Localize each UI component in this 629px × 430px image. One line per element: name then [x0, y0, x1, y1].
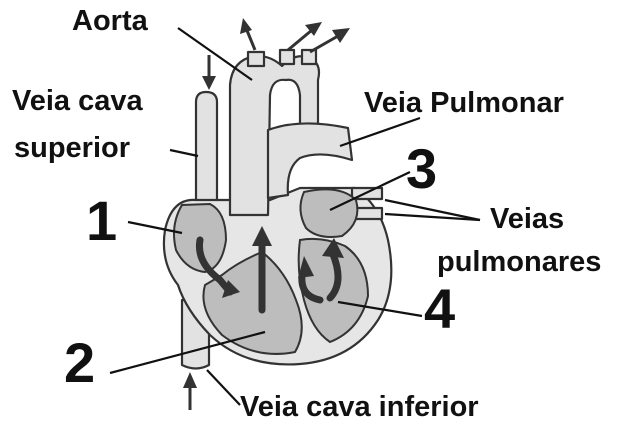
aorta-branch: [280, 50, 294, 64]
arrow-up-icon: [240, 18, 255, 50]
label-veia-cava-superior-2: superior: [14, 132, 130, 164]
label-aorta: Aorta: [72, 5, 149, 37]
aorta-branch: [302, 50, 316, 64]
arrow-up-icon: [288, 22, 322, 50]
arrow-up-icon: [183, 372, 197, 410]
aorta-branch: [248, 52, 264, 66]
label-veia-cava-superior-1: Veia cava: [12, 85, 143, 117]
label-veias-pulmonares-2: pulmonares: [437, 246, 601, 278]
label-number-1: 1: [86, 189, 117, 252]
label-number-2: 2: [64, 331, 95, 394]
veia-cava-superior-vessel: [196, 92, 217, 212]
leader-veia-cava-inferior: [207, 370, 240, 405]
pulmonar-trunk-vessel: [268, 123, 352, 198]
leader-veia-cava-superior: [170, 150, 198, 156]
chamber-left-atrium: [300, 189, 357, 237]
label-number-3: 3: [406, 137, 437, 200]
label-veia-cava-inferior: Veia cava inferior: [240, 391, 479, 423]
label-veia-pulmonar: Veia Pulmonar: [364, 87, 564, 119]
label-number-4: 4: [424, 277, 455, 340]
leader-aorta: [178, 28, 252, 80]
label-veias-pulmonares-1: Veias: [490, 203, 564, 235]
arrow-down-icon: [202, 55, 216, 90]
